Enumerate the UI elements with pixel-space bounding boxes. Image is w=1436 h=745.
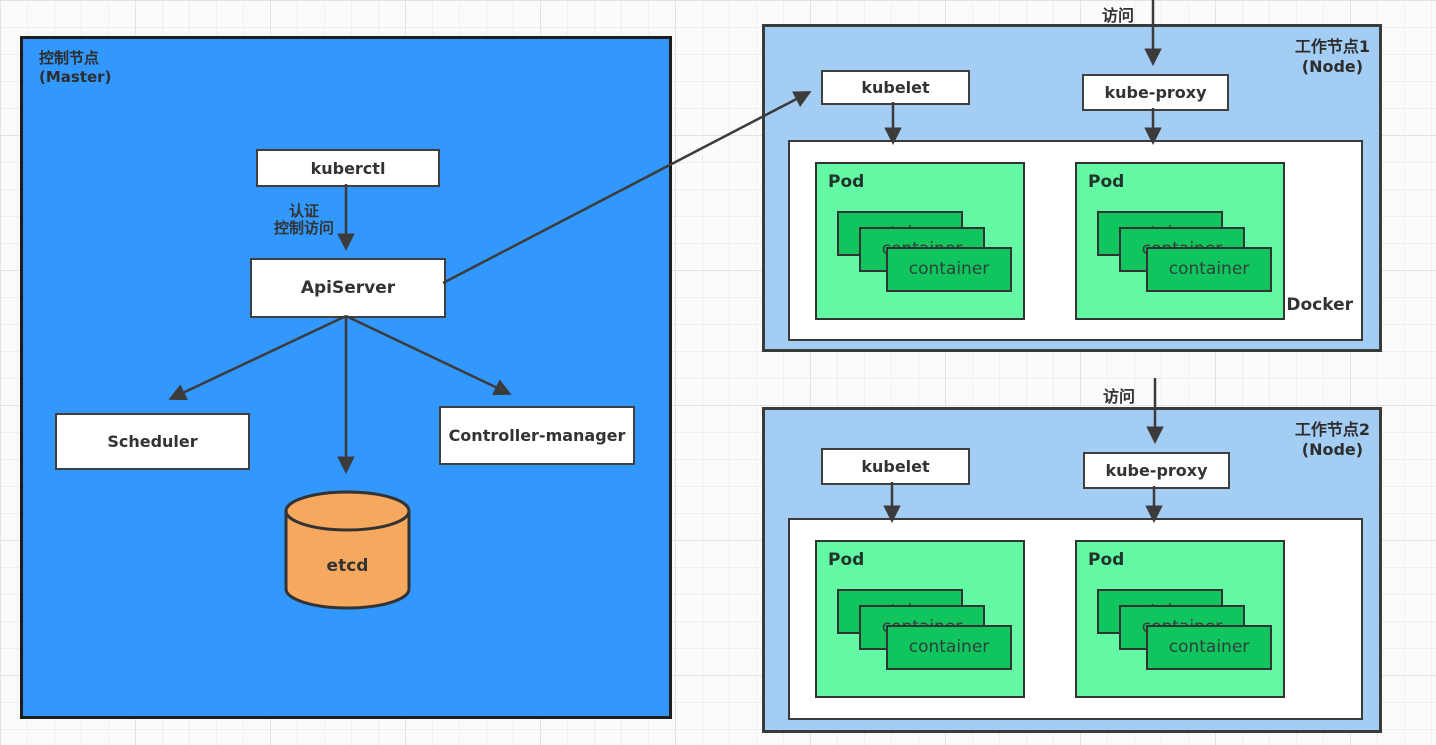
master-title-line2: (Master) xyxy=(39,68,112,86)
node2-access-label: 访问 xyxy=(1103,387,1136,406)
node1-title-line2: (Node) xyxy=(1301,57,1364,76)
auth-edge-label-line1: 认证 xyxy=(288,202,319,220)
node2-kubelet-box: kubelet xyxy=(821,448,970,485)
worker-node-2-group: 工作节点2(Node) kubelet kube-proxy Pod conta… xyxy=(762,407,1382,733)
node2-title: 工作节点2(Node) xyxy=(1295,420,1370,460)
node2-kube-proxy-box: kube-proxy xyxy=(1083,452,1230,489)
pod-label: Pod xyxy=(828,550,865,570)
node1-kubelet-box: kubelet xyxy=(821,70,970,105)
apiserver-box: ApiServer xyxy=(250,258,446,318)
node1-docker-box: Pod container container container Pod co… xyxy=(788,140,1363,341)
node1-docker-label: Docker xyxy=(1286,295,1353,315)
node2-title-line1: 工作节点2 xyxy=(1294,420,1370,439)
auth-edge-label: 认证控制访问 xyxy=(269,203,339,237)
etcd-cylinder: etcd xyxy=(284,490,411,610)
etcd-label: etcd xyxy=(326,556,369,576)
pod-label: Pod xyxy=(828,172,865,192)
container-box: container xyxy=(1146,247,1272,292)
node1-access-label: 访问 xyxy=(1102,6,1135,25)
node1-kube-proxy-box: kube-proxy xyxy=(1082,74,1229,111)
node2-docker-box: Pod container container container Pod co… xyxy=(788,518,1363,720)
controller-manager-box: Controller-manager xyxy=(439,406,635,465)
master-title-line1: 控制节点 xyxy=(39,49,100,67)
etcd-cylinder-shape xyxy=(284,490,411,610)
node2-pod-2: Pod container container container xyxy=(1075,540,1285,698)
pod-label: Pod xyxy=(1088,172,1125,192)
node2-pod-1: Pod container container container xyxy=(815,540,1025,698)
scheduler-box: Scheduler xyxy=(55,413,250,470)
pod-label: Pod xyxy=(1088,550,1125,570)
container-box: container xyxy=(886,625,1012,670)
node1-pod-2: Pod container container container xyxy=(1075,162,1285,320)
master-title: 控制节点(Master) xyxy=(39,49,111,87)
container-box: container xyxy=(886,247,1012,292)
auth-edge-label-line2: 控制访问 xyxy=(273,219,334,237)
node1-title-line1: 工作节点1 xyxy=(1294,37,1370,56)
container-box: container xyxy=(1146,625,1272,670)
node2-title-line2: (Node) xyxy=(1301,440,1364,459)
kuberctl-box: kuberctl xyxy=(256,149,440,187)
master-node-group: 控制节点(Master) kuberctl 认证控制访问 ApiServer S… xyxy=(20,36,672,719)
worker-node-1-group: 工作节点1(Node) kubelet kube-proxy Pod conta… xyxy=(762,24,1382,352)
node1-pod-1: Pod container container container xyxy=(815,162,1025,320)
node1-title: 工作节点1(Node) xyxy=(1295,37,1370,77)
